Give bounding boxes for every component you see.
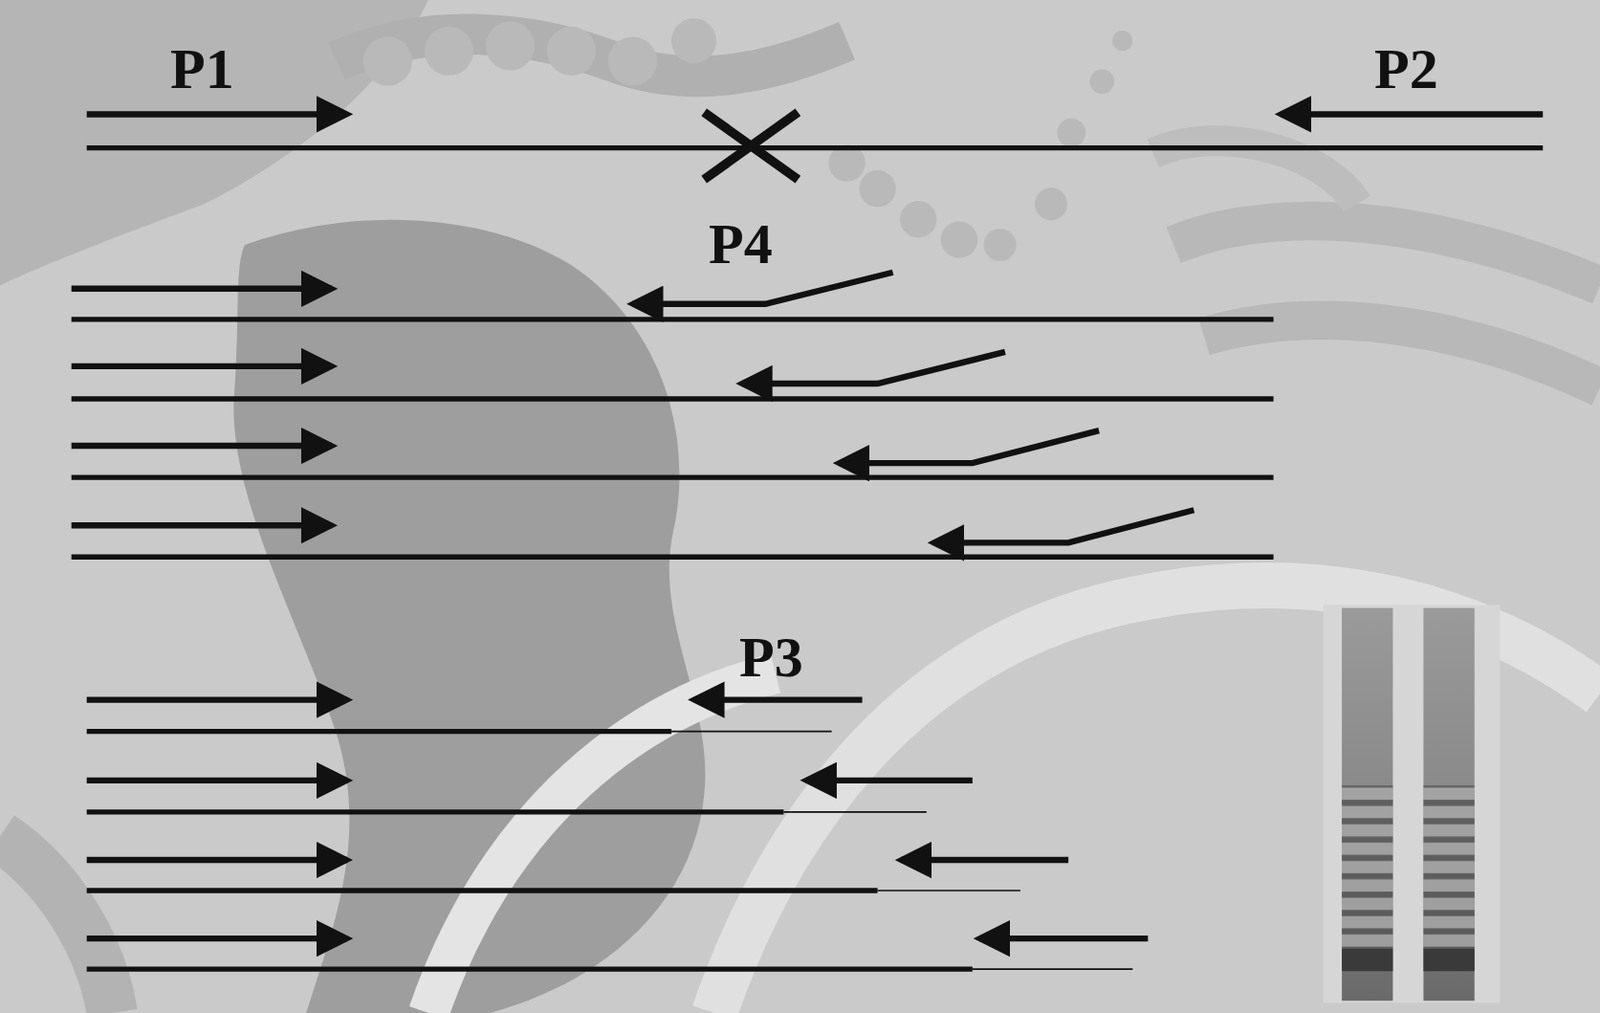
primer-label: P1 (170, 40, 235, 98)
primer-label: P4 (708, 215, 773, 273)
gel-photo (1323, 604, 1501, 1003)
primer-label: P3 (739, 628, 804, 686)
primer-label: P2 (1374, 40, 1439, 98)
dna-strands (71, 111, 1544, 969)
